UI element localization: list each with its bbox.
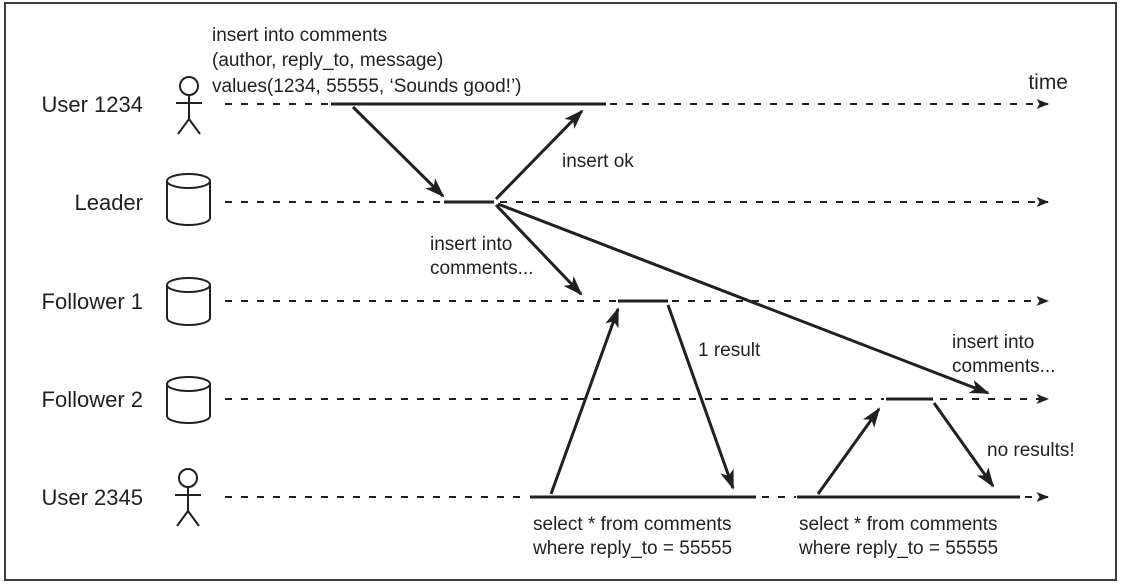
query-2-response-arrow [932,402,995,488]
query-2-result-label: no results! [987,440,1075,461]
insert-ok-label: insert ok [562,151,634,172]
query-2-line-1: select * from comments [799,514,998,535]
insert-statement-line-1: insert into comments [212,25,387,46]
query-1-line-1: select * from comments [533,514,732,535]
lane-label-user-1234: User 1234 [41,92,143,117]
query-1-line-2: where reply_to = 55555 [532,538,732,559]
replicate-to-follower-2-arrow [497,202,990,395]
replicate-follower-1-label: insert into comments... [430,234,533,279]
insert-statement-text: insert into comments (author, reply_to, … [212,25,522,97]
query-2-request-arrow [816,407,881,495]
replicate-follower-2-label: insert into comments... [952,332,1055,377]
time-axis-label: time [1028,71,1068,94]
query-1-response-arrow [666,304,735,490]
query-2-line-2: where reply_to = 55555 [798,538,998,559]
lane-user-2345: User 2345 [41,468,1049,527]
database-cylinder-icon [166,277,211,326]
replicate-follower-1-line-2: comments... [430,258,533,279]
replicate-to-follower-1-arrow [494,203,583,296]
query-1-statement-text: select * from comments where reply_to = … [532,514,732,559]
query-1-request-arrow [549,307,620,495]
insert-statement-line-3: values(1234, 55555, ‘Sounds good!’) [212,76,522,97]
person-icon [176,76,202,135]
message-arrows [351,105,995,495]
lane-label-follower-2: Follower 2 [42,387,143,412]
lane-label-leader: Leader [74,190,143,215]
lane-leader: Leader [74,173,1049,226]
database-cylinder-icon [166,173,211,226]
insert-request-arrow [351,105,445,198]
annotations: time insert into comments (author, reply… [212,25,1075,559]
lane-label-follower-1: Follower 1 [42,289,143,314]
lane-label-user-2345: User 2345 [41,485,143,510]
lane-follower-1: Follower 1 [42,277,1049,326]
query-2-statement-text: select * from comments where reply_to = … [798,514,998,559]
insert-statement-line-2: (author, reply_to, message) [212,50,443,71]
replicate-follower-1-line-1: insert into [430,234,512,255]
query-1-result-label: 1 result [698,340,761,361]
database-cylinder-icon [166,376,211,424]
diagram-frame [4,2,1117,581]
lane-user-1234: User 1234 [41,76,1049,135]
replicate-follower-2-line-2: comments... [952,356,1055,377]
lane-follower-2: Follower 2 [42,376,1049,424]
insert-ok-arrow [494,109,584,201]
replicate-follower-2-line-1: insert into [952,332,1034,353]
person-icon [175,468,201,527]
